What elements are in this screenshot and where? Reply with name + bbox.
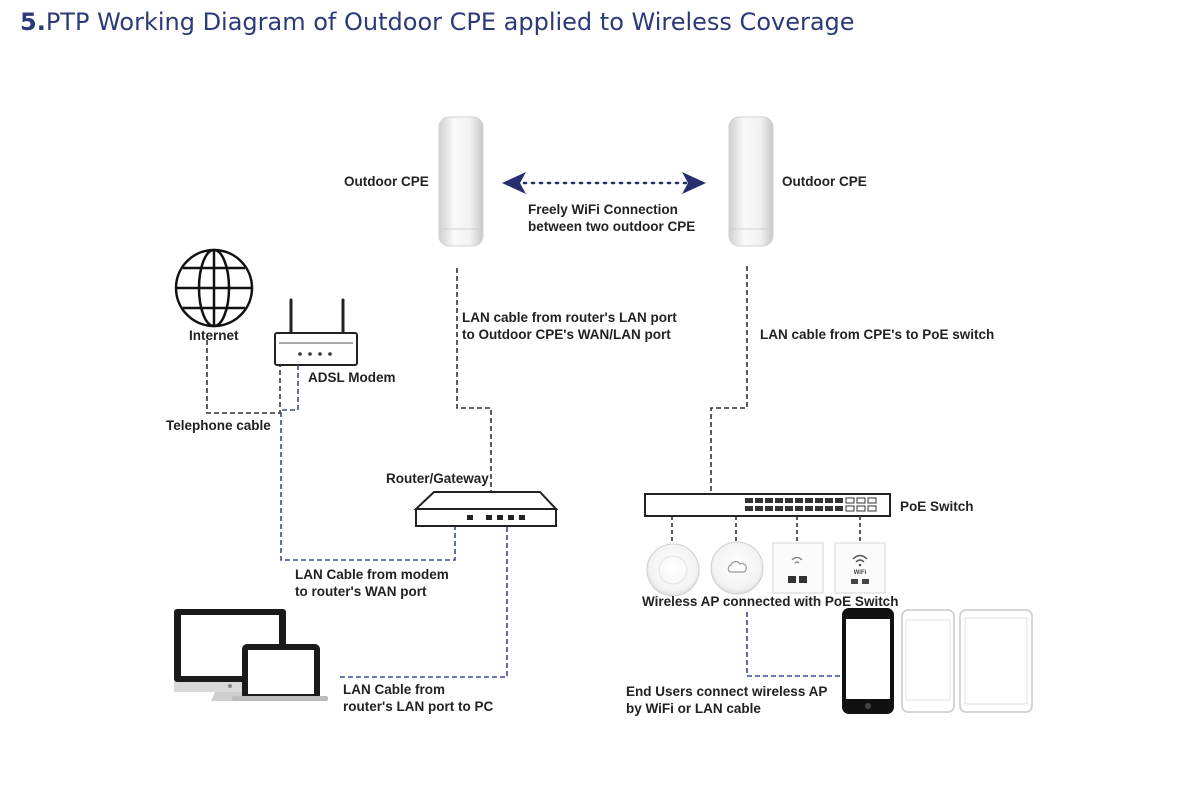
wall-panel-ap-2: WiFi — [834, 542, 886, 594]
cpe-to-switch-cable — [710, 266, 748, 494]
end-users-label-line2: by WiFi or LAN cable — [626, 701, 761, 716]
router-gateway — [413, 491, 559, 527]
modem-to-router-cable — [280, 365, 456, 561]
tablet-icon — [232, 644, 328, 701]
switch-drop-lines — [671, 516, 861, 542]
wifi-link-arrow — [502, 172, 706, 194]
adsl-modem-label: ADSL Modem — [308, 370, 396, 385]
pc-cable-label-line1: LAN Cable from — [343, 682, 445, 697]
cpe-left-label: Outdoor CPE — [344, 174, 429, 189]
wall-panel-wifi-text: WiFi — [854, 570, 867, 576]
telephone-cable-label: Telephone cable — [166, 418, 271, 433]
poe-switch-label: PoE Switch — [900, 499, 974, 514]
wifi-link-label-line1: Freely WiFi Connection — [528, 202, 678, 217]
ceiling-ap-1 — [646, 543, 700, 597]
white-phone-icon — [901, 609, 955, 713]
internet-label: Internet — [189, 328, 239, 343]
end-users-label-line1: End Users connect wireless AP — [626, 684, 827, 699]
telephone-cable — [206, 340, 281, 414]
pc-cable-label-line2: router's LAN port to PC — [343, 699, 493, 714]
lan-right-label: LAN cable from CPE's to PoE switch — [760, 327, 994, 342]
page-title: 5.PTP Working Diagram of Outdoor CPE app… — [20, 8, 855, 36]
outdoor-cpe-left — [438, 116, 484, 247]
modem-cable-label-line2: to router's WAN port — [295, 584, 427, 599]
ap-to-users-cable — [746, 612, 843, 677]
adsl-modem — [274, 298, 358, 366]
title-number: 5. — [20, 8, 46, 36]
outdoor-cpe-right — [728, 116, 774, 247]
cpe-right-label: Outdoor CPE — [782, 174, 867, 189]
wall-panel-ap-1 — [772, 542, 824, 594]
title-text: PTP Working Diagram of Outdoor CPE appli… — [45, 8, 855, 36]
wifi-link-label-line2: between two outdoor CPE — [528, 219, 695, 234]
modem-cable-label-line1: LAN Cable from modem — [295, 567, 449, 582]
router-to-cpe-cable — [456, 268, 492, 492]
poe-switch — [644, 493, 891, 517]
white-tablet-icon — [959, 609, 1033, 713]
router-label: Router/Gateway — [386, 471, 489, 486]
lan-left-label-line1: LAN cable from router's LAN port — [462, 310, 677, 325]
router-to-pc-cable — [337, 527, 508, 678]
globe-icon — [174, 248, 254, 328]
lan-left-label-line2: to Outdoor CPE's WAN/LAN port — [462, 327, 671, 342]
ap-caption: Wireless AP connected with PoE Switch — [642, 594, 898, 609]
smartphone-icon — [842, 608, 894, 714]
ceiling-ap-2 — [710, 541, 764, 595]
